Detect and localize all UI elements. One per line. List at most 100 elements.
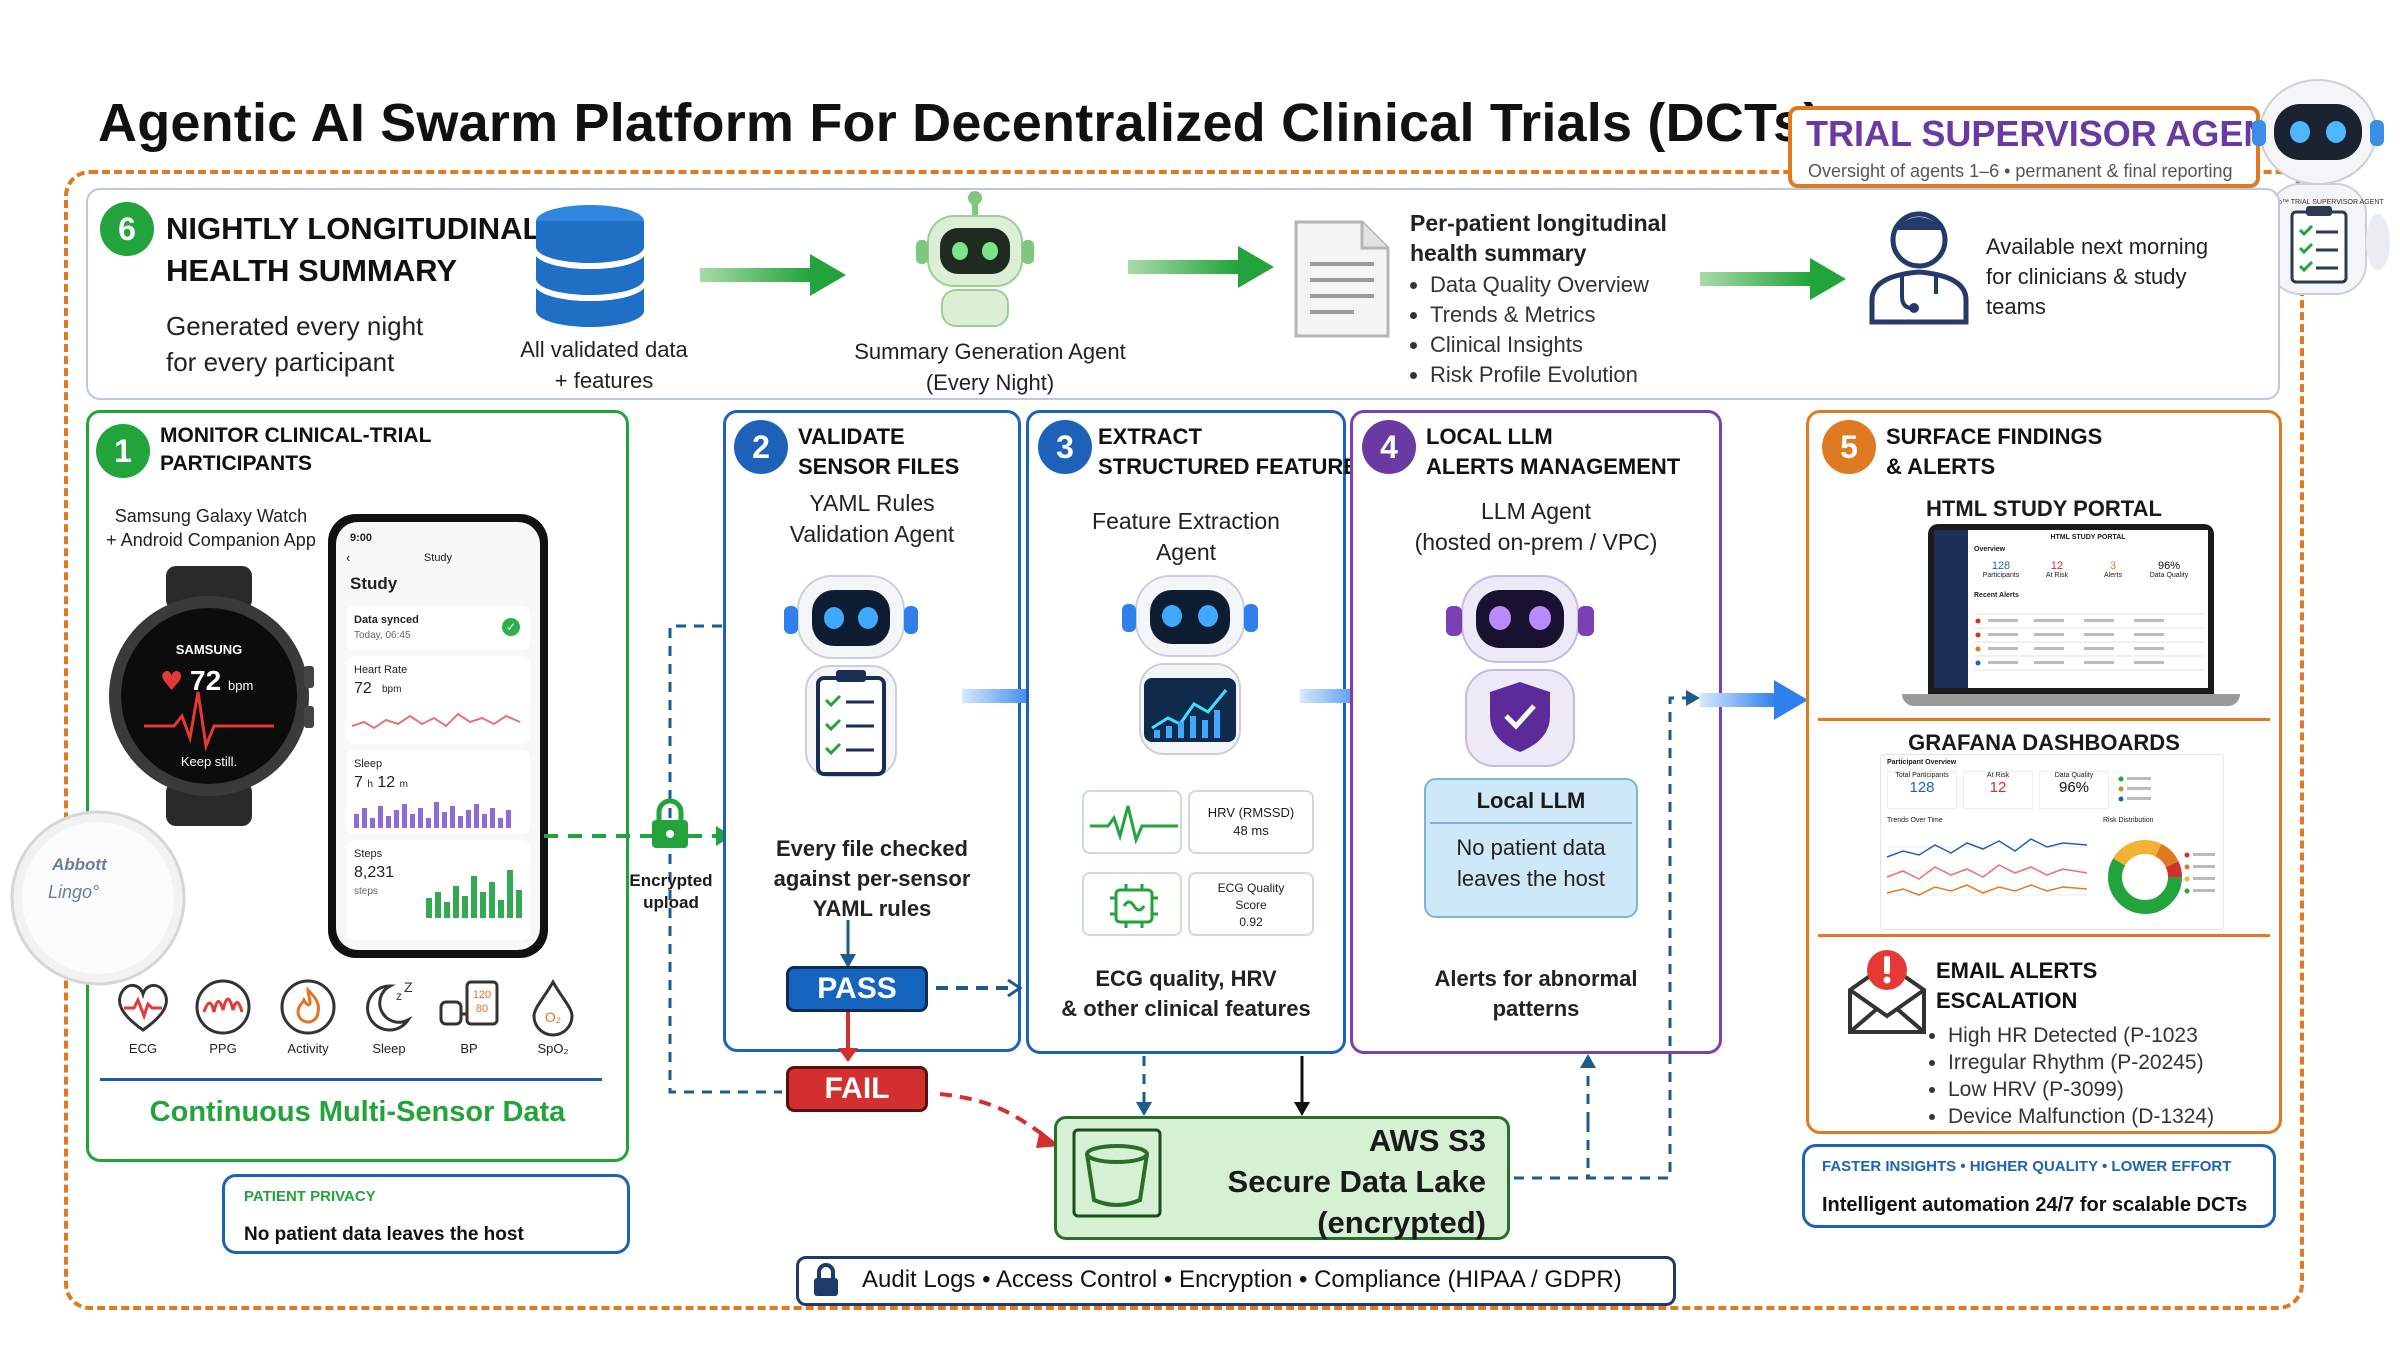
ecg-quality-label-line2: Score xyxy=(1235,898,1267,912)
step6-desc-line2: for every participant xyxy=(166,347,395,377)
step6-number-badge: 6 xyxy=(100,202,154,256)
device-label: Samsung Galaxy Watch + Android Companion… xyxy=(96,504,326,552)
s3-bucket-icon xyxy=(1072,1128,1162,1218)
fail-status: FAIL xyxy=(786,1066,928,1112)
watch-brand: SAMSUNG xyxy=(176,642,242,657)
activity-icon xyxy=(280,979,336,1035)
step5-number-badge: 5 xyxy=(1822,420,1876,474)
s3-line1: AWS S3 xyxy=(1368,1123,1486,1158)
step2-desc-line1: Every file checked xyxy=(775,836,968,861)
s3-line2: Secure Data Lake xyxy=(1227,1164,1486,1199)
portal-stat-label: Alerts xyxy=(2104,572,2122,579)
s3-text: AWS S3 Secure Data Lake (encrypted) xyxy=(1180,1120,1486,1243)
clinician-line1: Available next morning xyxy=(1986,234,2209,259)
step3-description: ECG quality, HRV & other clinical featur… xyxy=(1026,964,1346,1024)
platform-frame xyxy=(64,170,2304,1310)
svg-text:O₂: O₂ xyxy=(545,1009,561,1025)
bp-screen-bottom: 80 xyxy=(476,1003,488,1015)
step5-title-line2: & ALERTS xyxy=(1886,454,1996,479)
upload-label-line1: Encrypted xyxy=(629,871,713,890)
database-label: All validated data + features xyxy=(494,334,714,396)
watch-status: Keep still. xyxy=(181,754,237,769)
summary-item: Clinical Insights xyxy=(1430,330,1667,360)
clinician-line2: for clinicians & study xyxy=(1986,264,2187,289)
step2-number-badge: 2 xyxy=(734,420,788,474)
sensor-brand: Abbott xyxy=(51,855,108,874)
phone-steps-unit: steps xyxy=(354,886,378,897)
phone-hr-value: 72 xyxy=(354,680,372,697)
grafana-legend xyxy=(2118,776,2151,802)
step1-footer: Continuous Multi-Sensor Data xyxy=(149,1096,566,1128)
summary-agent-line1: Summary Generation Agent xyxy=(854,339,1126,364)
phone-sleep-value: 7 h 12 m xyxy=(354,774,408,792)
summary-agent-robot-icon xyxy=(916,191,1034,327)
arrow-agent-to-summary xyxy=(1128,246,1274,288)
phone-steps-label: Steps xyxy=(354,848,383,860)
step1-title: MONITOR CLINICAL-TRIAL PARTICIPANTS xyxy=(160,422,431,478)
phone-hr-label: Heart Rate xyxy=(354,664,408,676)
ecg-waveform-card xyxy=(1082,790,1182,854)
ecg-waveform-icon xyxy=(1090,805,1178,845)
email-alerts-title: EMAIL ALERTS ESCALATION xyxy=(1936,956,2097,1016)
processing-icon xyxy=(1110,884,1158,928)
phone-steps-bars xyxy=(426,870,522,918)
email-alert-item: Low HRV (P-3099) xyxy=(1948,1076,2214,1103)
phone-title: Study xyxy=(350,574,398,593)
phone-sleep-label: Sleep xyxy=(354,758,383,770)
grafana-stat-value: 12 xyxy=(1989,779,2007,796)
watch-hr-unit: bpm xyxy=(228,678,253,693)
validation-agent-robot-icon xyxy=(784,575,918,777)
watch-hr-value: 72 xyxy=(190,665,221,696)
summary-agent-line2: (Every Night) xyxy=(925,370,1055,395)
sleep-hours: 7 xyxy=(354,774,363,791)
benefits-box xyxy=(1802,1144,2276,1228)
s3-box xyxy=(1054,1116,1510,1240)
supervisor-subtitle: Oversight of agents 1–6 • permanent & fi… xyxy=(1808,161,2233,181)
phone-back-icon[interactable]: ‹ xyxy=(346,550,351,565)
phone-sync-label: Data synced xyxy=(354,614,419,626)
audit-lock-icon xyxy=(814,1263,838,1296)
step3-title: EXTRACT STRUCTURED FEATURES xyxy=(1098,422,1373,482)
phone-hr-card: Heart Rate 72 bpm xyxy=(346,656,530,744)
clinician-line3: teams xyxy=(1986,294,2046,319)
llm-agent-line2: (hosted on-prem / VPC) xyxy=(1414,529,1658,555)
upload-label: Encrypted upload xyxy=(618,870,724,914)
grafana-title: GRAFANA DASHBOARDS xyxy=(1908,730,2180,755)
processing-card xyxy=(1082,872,1182,936)
database-label-line2: + features xyxy=(554,368,654,393)
audit-text: Audit Logs • Access Control • Encryption… xyxy=(862,1266,1622,1293)
feature-agent-robot-icon xyxy=(1122,575,1258,755)
phone-steps-value: 8,231 xyxy=(354,864,395,881)
sleep-hours-unit: h xyxy=(367,779,373,790)
sensor-label: Activity xyxy=(287,1041,329,1056)
supervisor-title: TRIAL SUPERVISOR AGENT xyxy=(1806,113,2292,154)
audit-box xyxy=(796,1256,1676,1306)
step1-number-badge: 1 xyxy=(96,424,150,478)
step4-number-badge: 4 xyxy=(1362,420,1416,474)
email-alerts-title-line1: EMAIL ALERTS xyxy=(1936,958,2098,983)
portal-recent-alerts: Recent Alerts xyxy=(1974,592,2019,599)
portal-title: HTML STUDY PORTAL xyxy=(1926,496,2162,521)
validation-agent-line2: Validation Agent xyxy=(789,521,955,547)
ecg-quality-card: ECG Quality Score 0.92 xyxy=(1188,872,1314,936)
summary-title-line2: health summary xyxy=(1410,240,1587,266)
step2-desc-line3: YAML rules xyxy=(812,896,932,921)
step3-title-line2: STRUCTURED FEATURES xyxy=(1098,454,1373,479)
validation-flow-arrows xyxy=(838,920,1023,1062)
sensor-ecg: ECG xyxy=(108,978,178,1056)
device-label-line1: Samsung Galaxy Watch xyxy=(114,506,308,526)
sensor-model: Lingo° xyxy=(48,882,99,902)
sensor-ppg: PPG xyxy=(188,978,258,1056)
benefits-title: FASTER INSIGHTS • HIGHER QUALITY • LOWER… xyxy=(1822,1158,2232,1175)
step6-desc-line1: Generated every night xyxy=(166,311,424,341)
summary-agent-label: Summary Generation Agent (Every Night) xyxy=(830,336,1150,398)
